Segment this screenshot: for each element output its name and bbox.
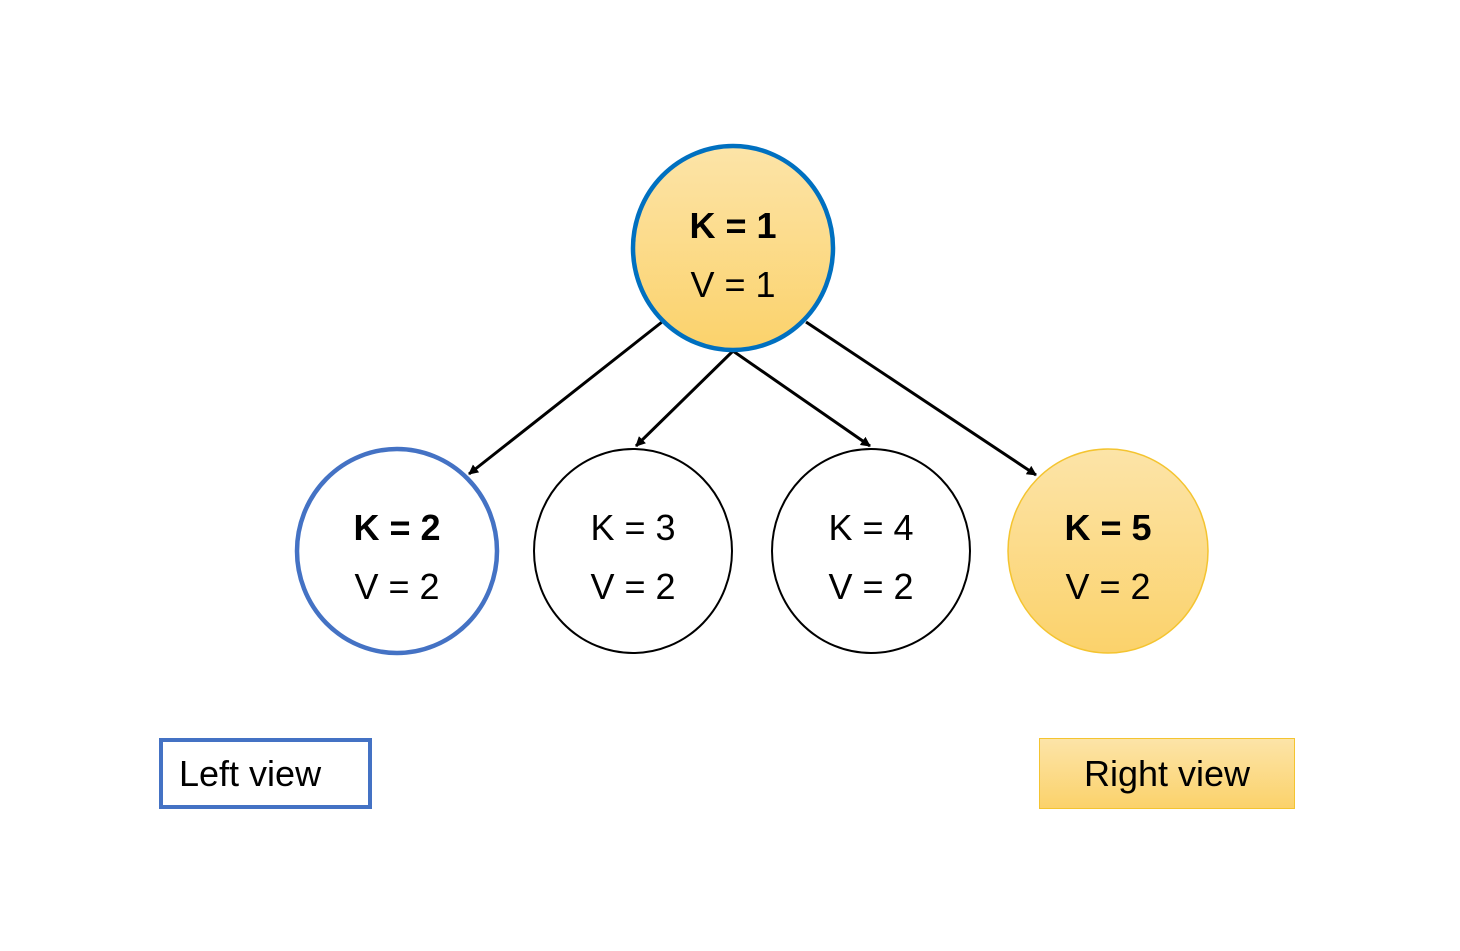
legend-right-view: Right view <box>1039 738 1295 809</box>
node-k5-key: K = 5 <box>1064 507 1151 548</box>
edges <box>468 320 1037 477</box>
edge-root-to-k3 <box>634 349 735 448</box>
edge-root-to-k4 <box>732 349 871 448</box>
node-k5-circle <box>1007 448 1209 654</box>
edge-root-to-k5 <box>805 320 1037 477</box>
node-k3-value: V = 2 <box>590 566 675 607</box>
node-k2: K = 2 V = 2 <box>294 446 500 656</box>
node-k5: K = 5 V = 2 <box>1007 448 1209 654</box>
node-k4: K = 4 V = 2 <box>771 448 971 654</box>
legend-left-view: Left view <box>159 738 372 809</box>
node-k4-circle <box>771 448 971 654</box>
node-k3: K = 3 V = 2 <box>533 448 733 654</box>
node-root-key: K = 1 <box>689 205 776 246</box>
node-root: K = 1 V = 1 <box>630 143 836 353</box>
node-k5-value: V = 2 <box>1065 566 1150 607</box>
node-k2-circle <box>294 446 500 656</box>
edge-root-to-k2 <box>468 320 663 476</box>
node-k2-value: V = 2 <box>354 566 439 607</box>
legend-right-view-label: Right view <box>1083 752 1251 794</box>
node-k3-circle <box>533 448 733 654</box>
node-k3-key: K = 3 <box>590 507 675 548</box>
node-k4-value: V = 2 <box>828 566 913 607</box>
legend-left-view-label: Left view <box>179 752 322 794</box>
node-k4-key: K = 4 <box>828 507 913 548</box>
node-root-value: V = 1 <box>690 264 775 305</box>
node-k2-key: K = 2 <box>353 507 440 548</box>
node-root-circle <box>630 143 836 353</box>
